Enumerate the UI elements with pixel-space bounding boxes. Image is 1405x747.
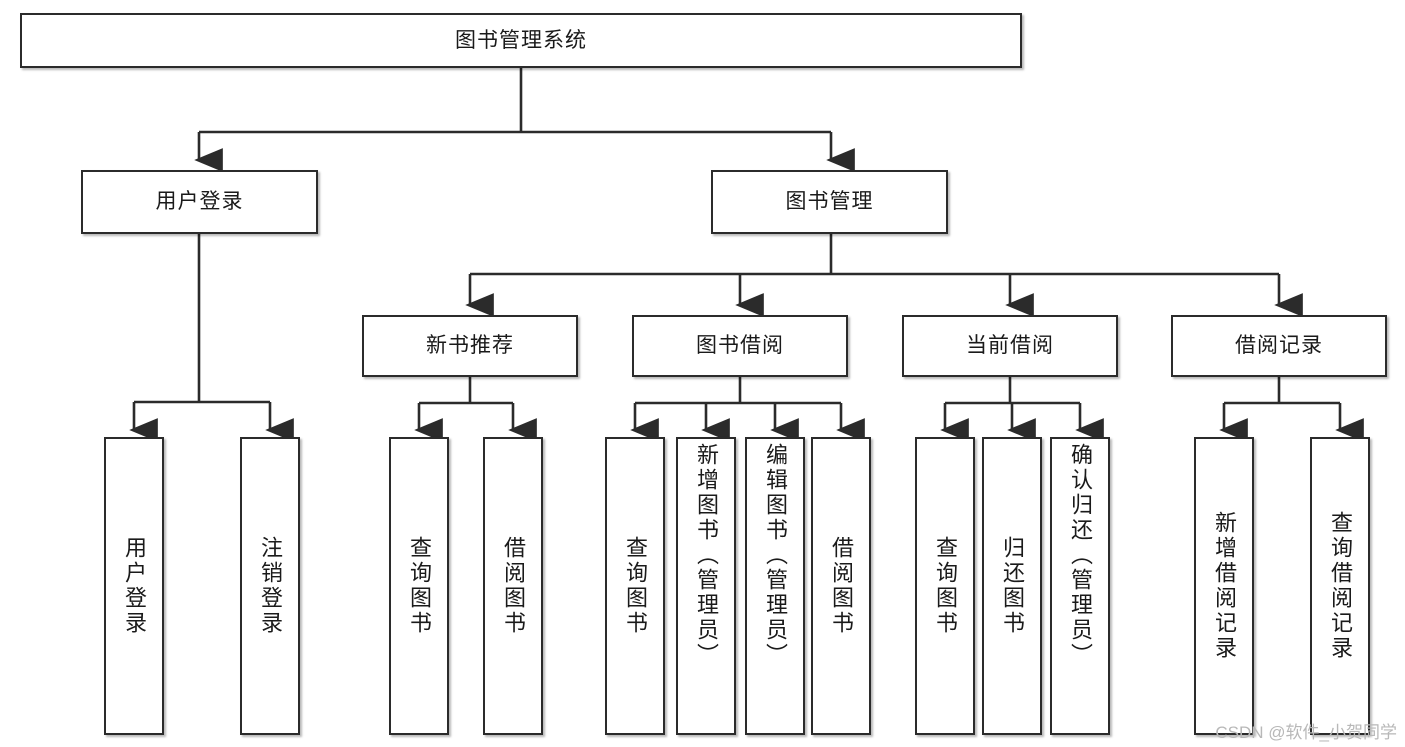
node-root-label: 图书管理系统 bbox=[455, 28, 587, 52]
node-book-borrow[interactable]: 图书借阅 bbox=[632, 315, 848, 377]
node-leaf-edit-book-label: 编辑图书（管理员） bbox=[763, 443, 788, 668]
node-leaf-query-book-recommend[interactable]: 查询图书 bbox=[389, 437, 449, 735]
node-book-borrow-label: 图书借阅 bbox=[696, 334, 784, 358]
node-book-management-label: 图书管理 bbox=[785, 190, 874, 214]
node-leaf-borrow-book-label: 借阅图书 bbox=[829, 536, 854, 636]
node-leaf-return-book[interactable]: 归还图书 bbox=[982, 437, 1042, 735]
node-leaf-query-borrow-record-label: 查询借阅记录 bbox=[1328, 511, 1353, 661]
node-leaf-user-login-label: 用户登录 bbox=[122, 536, 147, 636]
node-leaf-return-book-label: 归还图书 bbox=[1000, 536, 1025, 636]
node-leaf-user-login[interactable]: 用户登录 bbox=[104, 437, 164, 735]
node-borrow-record[interactable]: 借阅记录 bbox=[1171, 315, 1387, 377]
node-current-borrow-label: 当前借阅 bbox=[966, 334, 1054, 358]
node-leaf-confirm-return-label: 确认归还（管理员） bbox=[1068, 443, 1093, 668]
node-borrow-record-label: 借阅记录 bbox=[1235, 334, 1323, 358]
node-leaf-logout-label: 注销登录 bbox=[258, 536, 283, 636]
node-leaf-edit-book[interactable]: 编辑图书（管理员） bbox=[745, 437, 805, 735]
node-leaf-query-book-current-label: 查询图书 bbox=[933, 536, 958, 636]
node-leaf-query-book-current[interactable]: 查询图书 bbox=[915, 437, 975, 735]
node-leaf-add-borrow-record-label: 新增借阅记录 bbox=[1212, 511, 1237, 661]
node-leaf-query-book-borrow[interactable]: 查询图书 bbox=[605, 437, 665, 735]
node-leaf-query-borrow-record[interactable]: 查询借阅记录 bbox=[1310, 437, 1370, 735]
node-root[interactable]: 图书管理系统 bbox=[20, 13, 1022, 68]
node-leaf-add-book-label: 新增图书（管理员） bbox=[694, 443, 719, 668]
node-user-login[interactable]: 用户登录 bbox=[81, 170, 318, 234]
node-leaf-query-book-recommend-label: 查询图书 bbox=[407, 536, 432, 636]
node-leaf-add-book[interactable]: 新增图书（管理员） bbox=[676, 437, 736, 735]
node-user-login-label: 用户登录 bbox=[155, 190, 244, 214]
node-new-book-recommend[interactable]: 新书推荐 bbox=[362, 315, 578, 377]
node-leaf-borrow-book-recommend-label: 借阅图书 bbox=[501, 536, 526, 636]
node-leaf-borrow-book[interactable]: 借阅图书 bbox=[811, 437, 871, 735]
node-book-management[interactable]: 图书管理 bbox=[711, 170, 948, 234]
node-leaf-logout[interactable]: 注销登录 bbox=[240, 437, 300, 735]
node-current-borrow[interactable]: 当前借阅 bbox=[902, 315, 1118, 377]
node-leaf-query-book-borrow-label: 查询图书 bbox=[623, 536, 648, 636]
node-leaf-borrow-book-recommend[interactable]: 借阅图书 bbox=[483, 437, 543, 735]
node-leaf-confirm-return[interactable]: 确认归还（管理员） bbox=[1050, 437, 1110, 735]
node-leaf-add-borrow-record[interactable]: 新增借阅记录 bbox=[1194, 437, 1254, 735]
node-new-book-recommend-label: 新书推荐 bbox=[426, 334, 514, 358]
watermark-text: CSDN @软件_小贺同学 bbox=[1215, 723, 1397, 742]
